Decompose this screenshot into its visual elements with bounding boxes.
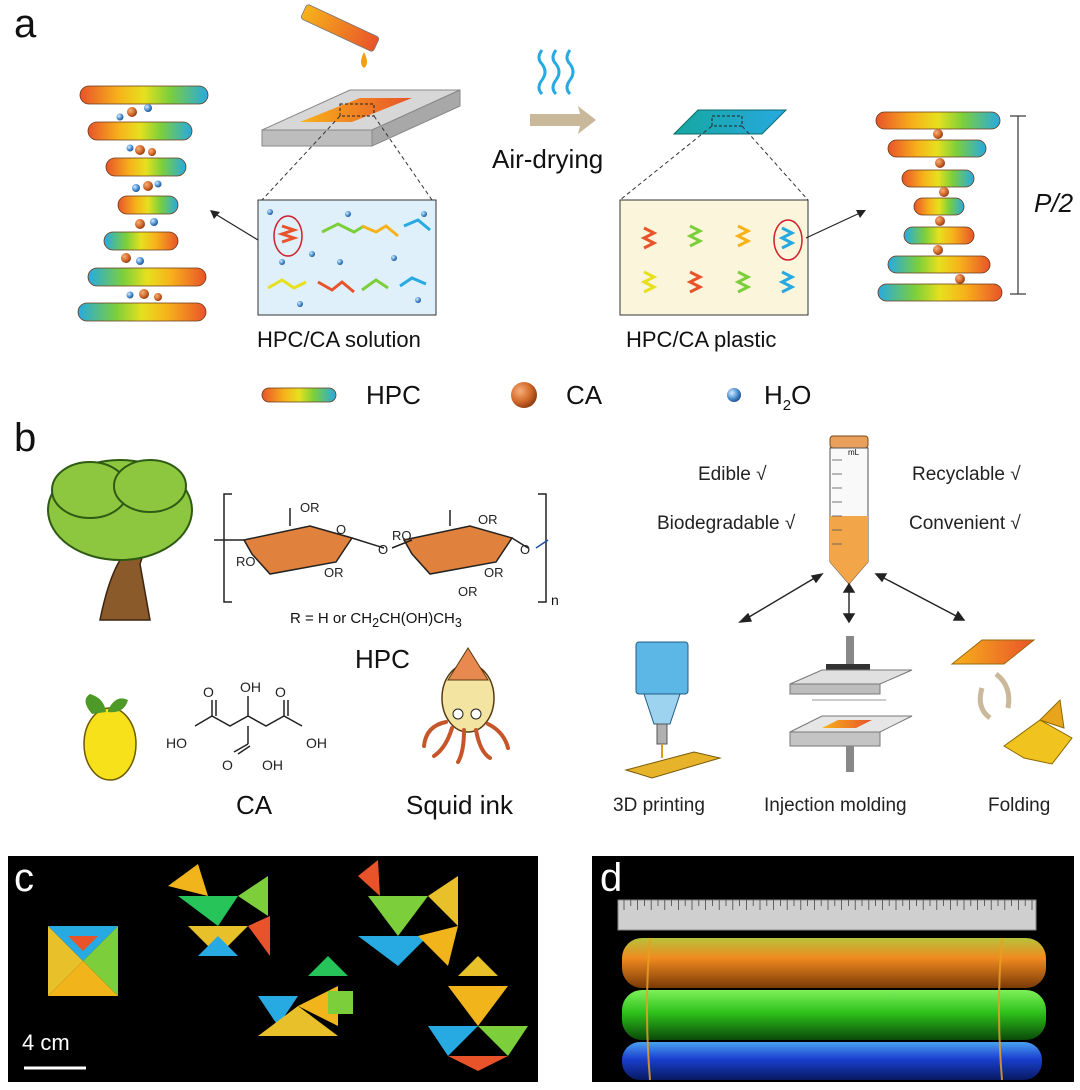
squid-ink-label: Squid ink [406, 790, 513, 820]
svg-text:O: O [222, 757, 233, 773]
method-3d-printing: 3D printing [613, 795, 705, 816]
hpc-structure [214, 493, 549, 603]
svg-text:OR: OR [458, 584, 478, 599]
panel-b-figure: OR RO OR O O OR RO OR O OR O O OH HO OH … [47, 435, 1073, 781]
svg-text:OR: OR [300, 500, 320, 515]
green-roll [622, 990, 1046, 1040]
polymer-name: HPC [355, 644, 410, 674]
left-helix-stack [77, 85, 209, 322]
solution-label: HPC/CA solution [257, 327, 421, 352]
svg-text:OH: OH [240, 679, 261, 695]
injection-press-icon [789, 636, 913, 772]
right-helix-stack [875, 111, 1003, 302]
ca-structure [194, 696, 303, 755]
panel-a-letter: a [14, 2, 37, 46]
svg-text:O: O [520, 542, 530, 557]
tangram-person [428, 956, 528, 1071]
tree-icon [47, 459, 193, 621]
svg-text:OR: OR [478, 512, 498, 527]
method-arrows [738, 572, 966, 624]
tangram-photo [24, 860, 528, 1071]
scale-bar-label: 4 cm [22, 1030, 70, 1055]
tangram-swan [358, 860, 458, 966]
plastic-label: HPC/CA plastic [626, 327, 777, 352]
rolls-photo [617, 899, 1046, 1081]
panel-d-letter: d [600, 856, 623, 900]
printer-nozzle-icon [624, 641, 722, 779]
svg-text:O: O [203, 684, 214, 700]
property-convenient: Convenient √ [909, 513, 1021, 534]
ruler [617, 899, 1037, 931]
method-injection-molding: Injection molding [764, 795, 907, 816]
svg-text:RO: RO [392, 528, 412, 543]
svg-text:O: O [378, 542, 388, 557]
plastic-film-tile [619, 109, 809, 201]
svg-text:OH: OH [306, 735, 327, 751]
pitch-bracket [1010, 115, 1026, 295]
orange-roll [622, 938, 1046, 988]
squid-icon [422, 647, 510, 764]
svg-text:O: O [336, 522, 346, 537]
air-drying-label: Air-drying [492, 144, 604, 174]
property-recyclable: Recyclable √ [912, 464, 1021, 485]
substrate-plate-solution [261, 89, 461, 201]
legend-ca-icon [511, 382, 537, 408]
tangram-square [48, 926, 118, 996]
legend-water-icon [727, 388, 741, 402]
panel-c-letter: c [14, 856, 34, 900]
tube-unit: mL [848, 448, 860, 457]
property-edible: Edible √ [698, 464, 767, 485]
svg-text:O: O [275, 684, 286, 700]
lemon-icon [83, 694, 137, 781]
ca-name: CA [236, 790, 273, 820]
r-definition: R = H or CH2CH(OH)CH3 [290, 610, 462, 630]
blue-roll [622, 1042, 1042, 1080]
svg-text:OR: OR [484, 565, 504, 580]
svg-text:OH: OH [262, 757, 283, 773]
pitch-label: P/2 [1034, 188, 1074, 218]
heat-waves-icon [537, 49, 575, 96]
svg-text:RO: RO [236, 554, 256, 569]
panel-a-figure [77, 4, 1026, 408]
panel-b-letter: b [14, 416, 37, 460]
svg-text:HO: HO [166, 735, 187, 751]
legend-water-label: H2O [764, 380, 812, 415]
pipette-icon [300, 4, 380, 68]
legend-hpc-icon [261, 387, 337, 403]
ruler-ticks [623, 900, 1033, 910]
method-folding: Folding [988, 795, 1051, 816]
property-biodegradable: Biodegradable √ [657, 513, 796, 534]
legend-hpc-label: HPC [366, 380, 421, 410]
legend-ca-label: CA [566, 380, 603, 410]
folding-icon [950, 639, 1073, 765]
solution-box [257, 199, 437, 316]
tangram-cat [258, 956, 353, 1036]
plastic-box [619, 199, 809, 316]
process-arrow [530, 106, 596, 134]
centrifuge-tube-icon [829, 435, 869, 585]
repeat-subscript: n [551, 592, 559, 608]
svg-text:OR: OR [324, 565, 344, 580]
tangram-bird [168, 864, 270, 956]
